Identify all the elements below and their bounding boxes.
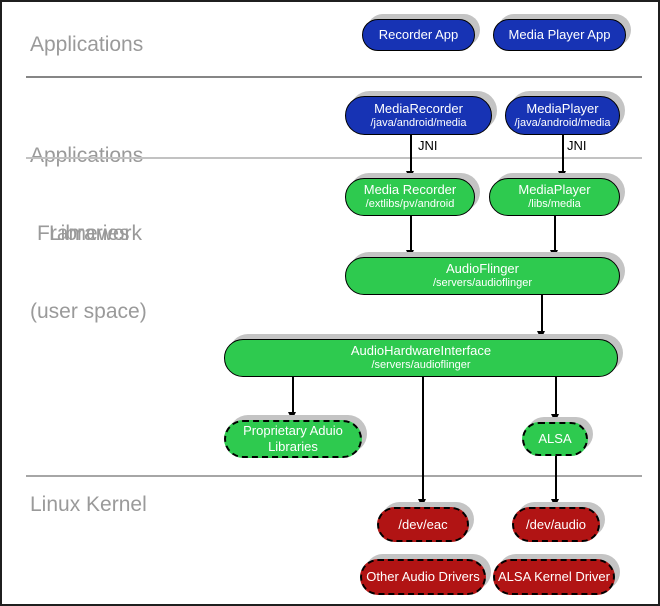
arrow-ahi-to-dev-eac-head: [418, 499, 426, 507]
node-dev-eac-title: /dev/eac: [398, 516, 448, 532]
node-proprietary-audio-libraries: Proprietary Aduio Libraries: [224, 420, 362, 458]
node-mediarecorder-framework-path: /java/android/media: [370, 116, 467, 129]
node-alsa-kernel-driver: ALSA Kernel Driver: [493, 559, 615, 595]
jni-label-right: JNI: [567, 138, 587, 153]
layer-label-framework-line1: Applications: [30, 144, 144, 167]
arrow-audioflinger-to-ahi-head: [537, 331, 545, 339]
arrow-ahi-to-proprietary-line: [292, 377, 294, 413]
arrow-mediaplayer-jni-line: [562, 135, 564, 171]
node-mediaplayer-lib-path: /libs/media: [528, 198, 581, 211]
node-mediaplayer-lib-title: MediaPlayer: [518, 182, 591, 198]
arrow-recorder-to-audioflinger-head: [406, 250, 414, 258]
node-alsa: ALSA: [522, 422, 588, 456]
node-recorder-app-title: Recorder App: [378, 27, 459, 43]
arrow-player-to-audioflinger-head: [550, 250, 558, 258]
node-media-player-app: Media Player App: [493, 19, 626, 51]
arrow-mediarecorder-jni-line: [410, 135, 412, 171]
node-audioflinger: AudioFlinger /servers/audioflinger: [345, 257, 620, 295]
arrow-ahi-to-alsa-line: [555, 377, 557, 415]
jni-label-left: JNI: [418, 138, 438, 153]
node-recorder-app: Recorder App: [362, 19, 475, 51]
node-alsa-kernel-driver-title: ALSA Kernel Driver: [498, 569, 610, 585]
node-media-player-app-title: Media Player App: [508, 27, 611, 43]
arrow-alsa-to-dev-audio-head: [551, 499, 559, 507]
node-mediaplayer-framework-title: MediaPlayer: [526, 100, 599, 116]
node-media-recorder-lib-title: Media Recorder: [363, 182, 457, 198]
arrow-alsa-to-dev-audio-line: [555, 456, 557, 499]
divider-applications-framework: [26, 76, 642, 78]
layer-label-libraries: Libraries (user space): [30, 169, 147, 377]
arrow-ahi-to-proprietary-head: [288, 412, 296, 420]
node-media-recorder-lib-path: /extlibs/pv/android: [365, 198, 455, 211]
node-proprietary-audio-libraries-title: Proprietary Aduio Libraries: [243, 423, 343, 454]
node-other-audio-drivers: Other Audio Drivers: [360, 559, 486, 595]
node-mediarecorder-framework: MediaRecorder /java/android/media: [345, 96, 492, 135]
layer-label-libraries-line1: Libraries: [49, 222, 130, 245]
node-other-audio-drivers-title: Other Audio Drivers: [366, 569, 480, 585]
arrow-player-to-audioflinger-line: [554, 216, 556, 250]
node-audiohardwareinterface: AudioHardwareInterface /servers/audiofli…: [224, 339, 618, 377]
node-dev-audio: /dev/audio: [512, 507, 600, 542]
arrow-audioflinger-to-ahi-line: [541, 295, 543, 331]
arrow-mediarecorder-jni-head: [406, 171, 414, 179]
divider-framework-libraries: [26, 157, 642, 159]
layer-label-framework-line2: Framework: [37, 222, 143, 245]
node-alsa-title: ALSA: [538, 431, 572, 447]
arrow-recorder-to-audioflinger-line: [410, 216, 412, 250]
arrow-ahi-to-alsa-head: [551, 414, 559, 422]
layer-label-linux-kernel: Linux Kernel: [30, 493, 147, 516]
arrow-mediaplayer-jni-head: [558, 171, 566, 179]
node-audioflinger-title: AudioFlinger: [446, 261, 519, 277]
node-mediaplayer-framework: MediaPlayer /java/android/media: [505, 96, 620, 135]
node-mediarecorder-framework-title: MediaRecorder: [374, 100, 463, 116]
layer-label-libraries-line2: (user space): [30, 300, 147, 323]
node-audiohardwareinterface-title: AudioHardwareInterface: [350, 343, 492, 359]
node-mediaplayer-lib: MediaPlayer /libs/media: [489, 178, 620, 216]
arrow-ahi-to-dev-eac-line: [422, 377, 424, 499]
node-dev-eac: /dev/eac: [377, 507, 469, 542]
node-mediaplayer-framework-path: /java/android/media: [514, 116, 611, 129]
node-dev-audio-title: /dev/audio: [526, 516, 586, 532]
layer-label-framework: Applications Framework: [30, 91, 143, 299]
node-media-recorder-lib: Media Recorder /extlibs/pv/android: [345, 178, 475, 216]
node-audioflinger-path: /servers/audioflinger: [432, 277, 533, 290]
node-audiohardwareinterface-path: /servers/audioflinger: [371, 359, 471, 372]
layer-label-applications: Applications: [30, 33, 144, 56]
divider-libraries-kernel: [26, 475, 642, 477]
